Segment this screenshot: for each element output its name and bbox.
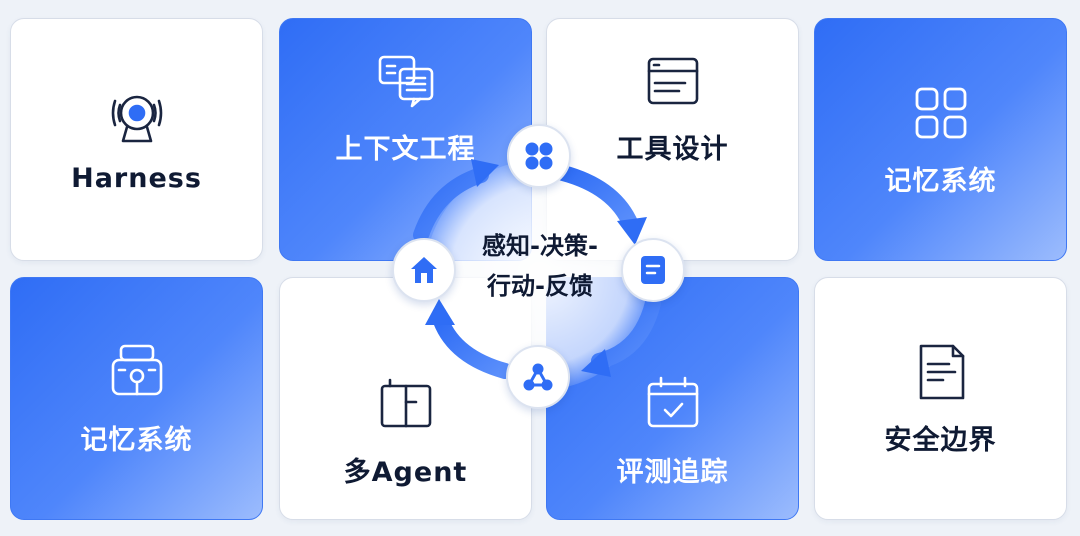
home-icon	[411, 257, 437, 283]
card-label: Harness	[71, 163, 202, 194]
arrowhead-left-top	[471, 159, 499, 187]
cycle-text-line1: 感知-决策-	[482, 232, 598, 260]
arrow-bottom-left	[433, 313, 513, 379]
cycle-node-top	[507, 124, 571, 188]
cycle-text-line2: 行动-反馈	[487, 272, 593, 300]
arrowhead-right-bottom	[581, 349, 611, 377]
card-memory-system-top: 记忆系统	[814, 18, 1067, 261]
grid-icon	[915, 87, 966, 139]
card-label: 工具设计	[616, 134, 729, 165]
folder-icon	[380, 378, 431, 428]
four-dots-icon	[525, 142, 553, 170]
card-label: 安全边界	[884, 425, 997, 456]
cycle-node-bottom	[506, 345, 570, 409]
card-label: 上下文工程	[335, 134, 476, 165]
card-label: 记忆系统	[80, 425, 193, 456]
arrow-left-top	[413, 167, 489, 243]
cycle-arrows	[413, 159, 661, 379]
arrowhead-top-right	[617, 217, 647, 245]
chat-document-icon	[378, 55, 433, 108]
card-label: 评测追踪	[616, 457, 729, 488]
network-icon	[523, 363, 553, 391]
document-icon	[919, 344, 964, 400]
card-harness: Harness	[10, 18, 263, 261]
card-label: 多Agent	[343, 457, 468, 488]
robot-icon	[111, 344, 162, 396]
arrowhead-bottom-left	[425, 299, 455, 325]
arrow-top-right	[555, 165, 639, 233]
cycle-node-right	[621, 238, 685, 302]
calendar-check-icon	[647, 376, 698, 428]
card-security-boundary: 安全边界	[814, 277, 1067, 520]
cycle-node-left	[392, 238, 456, 302]
browser-window-icon	[647, 57, 698, 105]
list-doc-icon	[641, 256, 665, 284]
webcam-icon	[111, 95, 162, 143]
cycle-center-text: 感知-决策- 行动-反馈	[460, 226, 620, 306]
card-label: 记忆系统	[884, 166, 997, 197]
card-memory-system-bottom: 记忆系统	[10, 277, 263, 520]
arrow-right-bottom	[591, 295, 661, 369]
